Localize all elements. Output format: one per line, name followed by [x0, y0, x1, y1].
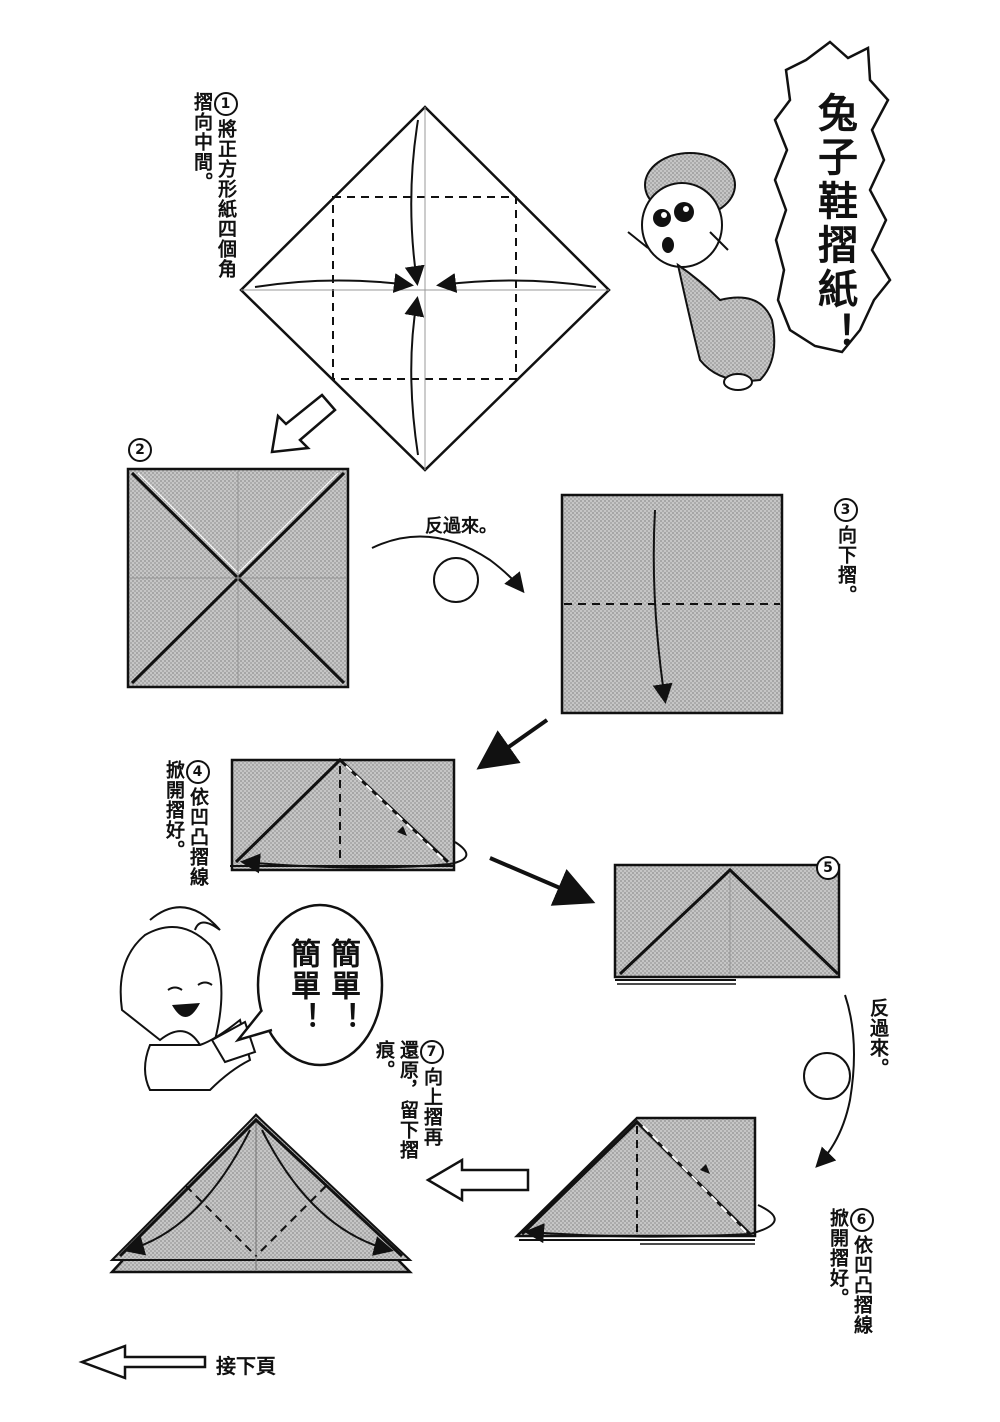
step6-diagram: [513, 1116, 776, 1245]
step4-number: 4: [186, 760, 210, 784]
step3-number: 3: [834, 498, 858, 522]
title-speech-burst: [773, 40, 892, 354]
arrow-3-to-4: [476, 718, 549, 770]
step3-instruction: 3 向下摺。: [834, 498, 858, 608]
girl-character-illustration: [119, 906, 257, 1091]
flip-label-1: 反過來。: [425, 516, 497, 537]
hollow-arrow-6-to-7: [425, 1157, 530, 1203]
step5-number: 5: [816, 856, 840, 880]
step4-text: 依凹凸摺線掀開摺好。: [163, 760, 209, 887]
speech-bubble-line-2: 簡單！: [285, 938, 320, 1034]
next-page-arrow: [78, 1344, 207, 1380]
speech-bubble-text: 簡單！簡單！: [282, 938, 362, 1038]
mascot-character-illustration: [627, 152, 776, 391]
step1-diagram: [239, 105, 611, 472]
speech-bubble-line-1: 簡單！: [325, 938, 360, 1034]
step5-diagram: [613, 863, 841, 985]
step3-text: 向下摺。: [835, 525, 857, 605]
flip-arrow-2: [803, 994, 855, 1168]
step6-number: 6: [850, 1208, 874, 1232]
step3-diagram: [560, 493, 784, 715]
speech-bubble-shape: [256, 903, 384, 1067]
step1-text: 將正方形紙四個角摺向中間。: [191, 92, 237, 279]
speech-bubble-tail: [234, 1009, 273, 1043]
step7-number: 7: [420, 1040, 444, 1064]
hollow-arrow-1-to-2: [270, 393, 337, 454]
next-page-label[interactable]: 接下頁: [216, 1354, 276, 1378]
step2-number: 2: [128, 438, 152, 462]
step1-instruction: 1將正方形紙四個角摺向中間。: [190, 92, 238, 282]
step7-diagram: [109, 1113, 413, 1274]
flip-label-2: 反過來。: [867, 998, 889, 1078]
step4-diagram: [230, 757, 468, 874]
step6-instruction: 6依凹凸摺線掀開摺好。: [826, 1208, 874, 1338]
flip-arrow-1: [371, 535, 525, 603]
step1-number: 1: [214, 92, 238, 116]
page-title: 兔子鞋摺紙！: [811, 92, 857, 356]
step6-text: 依凹凸摺線掀開摺好。: [827, 1208, 873, 1335]
step7-text: 向上摺再還原，留下摺痕。: [373, 1040, 443, 1160]
step2-diagram: [126, 467, 350, 689]
step4-instruction: 4依凹凸摺線掀開摺好。: [162, 760, 210, 890]
step7-instruction: 7向上摺再還原，留下摺痕。: [372, 1040, 444, 1160]
arrow-4-to-5: [489, 856, 596, 906]
